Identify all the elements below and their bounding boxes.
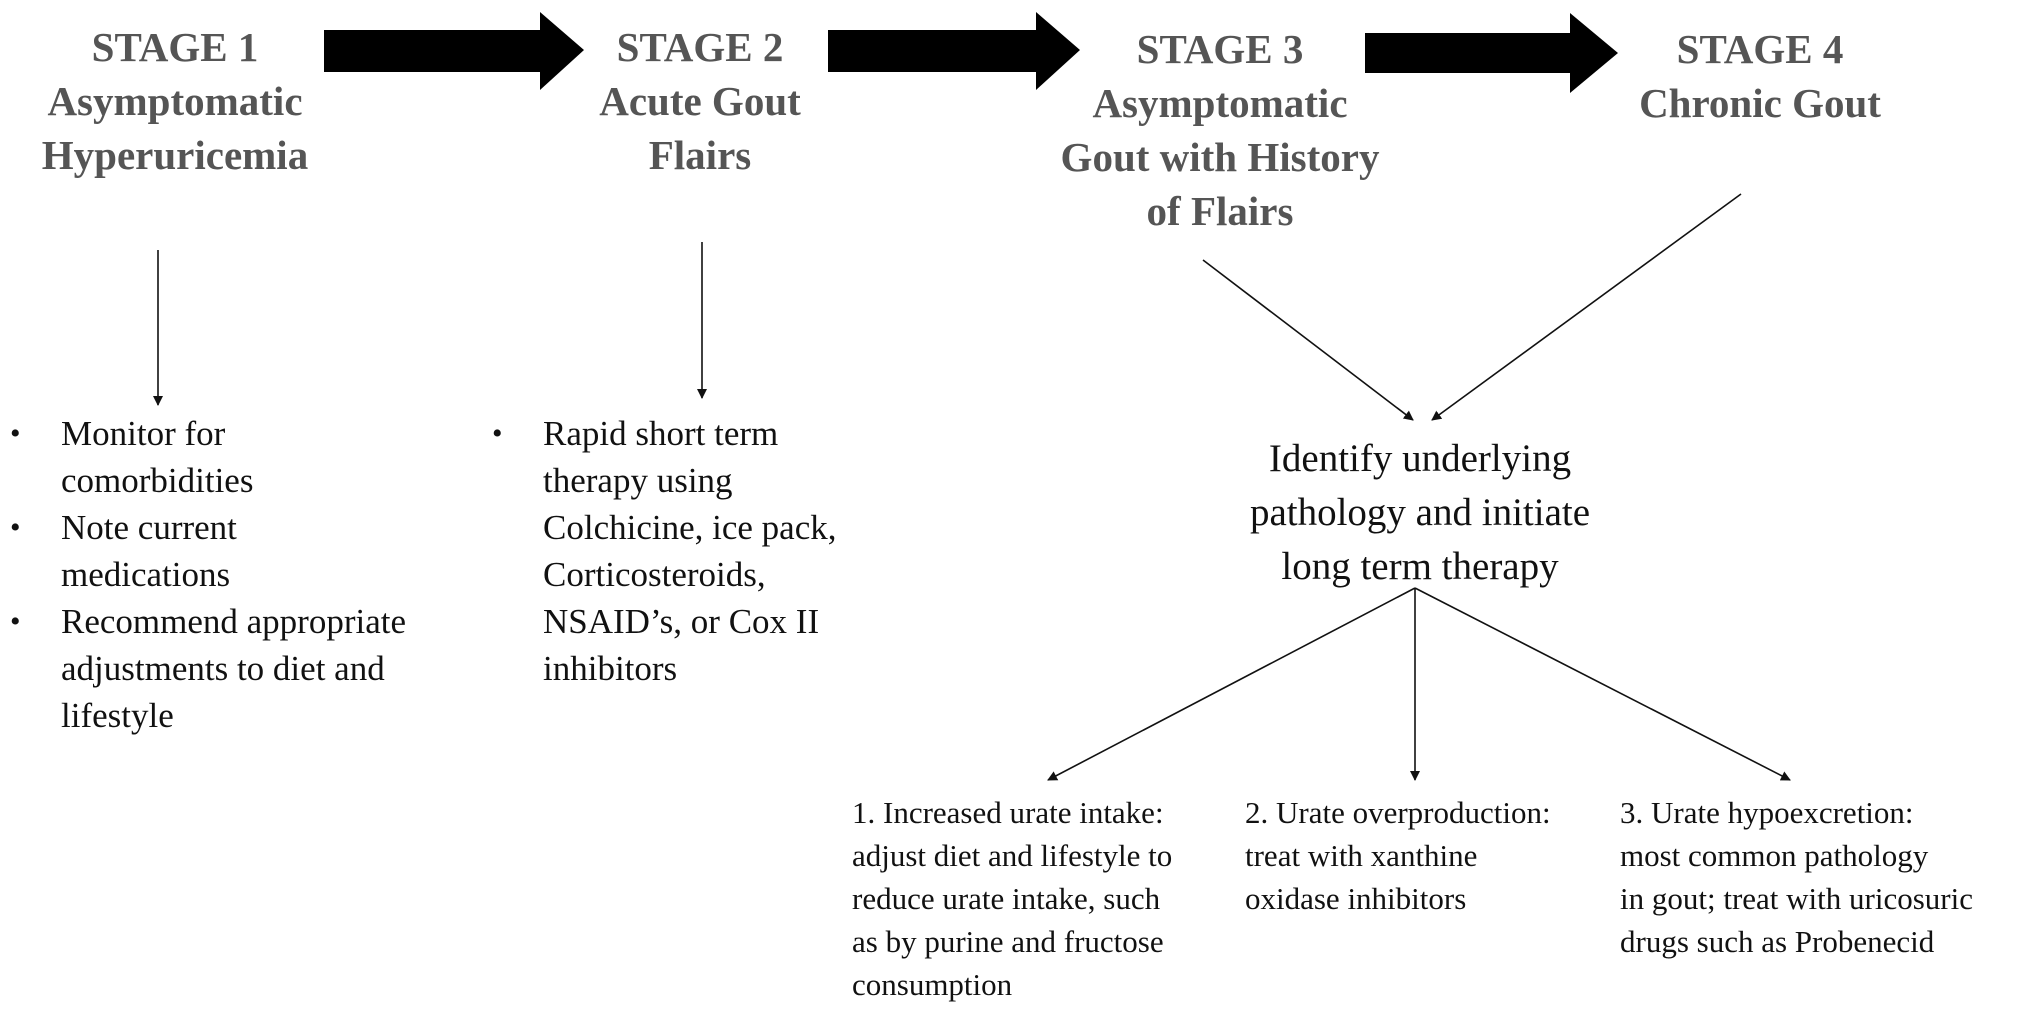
long-term-therapy-box: Identify underlying pathology and initia… <box>1180 432 1660 594</box>
stage-2-action-1: Rapid short term therapy using Colchicin… <box>543 414 837 688</box>
list-item: Note current medications <box>0 504 311 598</box>
stage-1-action-1: Monitor for comorbidities <box>61 414 254 500</box>
arrow-long-term-to-pathology-1 <box>1047 587 1416 781</box>
stage-4-line-1: Chronic Gout <box>1639 80 1881 126</box>
stage-4-label: STAGE 4 <box>1676 26 1844 72</box>
pathology-3-text: 3. Urate hypoexcretion: most common path… <box>1620 795 1973 959</box>
arrow-stage4-to-long-term <box>1431 193 1742 421</box>
stage-2-line-1: Acute Gout <box>599 78 801 124</box>
list-item: Monitor for comorbidities <box>0 410 311 504</box>
stage-3-line-3: of Flairs <box>1146 188 1294 234</box>
stage-3-line-1: Asymptomatic <box>1092 80 1348 126</box>
stage-3-line-2: Gout with History <box>1060 134 1380 180</box>
stage-2-actions-list: Rapid short term therapy using Colchicin… <box>482 410 882 692</box>
long-term-line-1: Identify underlying <box>1268 437 1572 480</box>
stage-2-label: STAGE 2 <box>616 24 784 70</box>
stage-1-action-2: Note current medications <box>61 508 237 594</box>
block-arrow-stage2-to-stage3 <box>828 12 1080 90</box>
stage-3-title: STAGE 3 Asymptomatic Gout with History o… <box>1030 22 1410 238</box>
long-term-line-3: long term therapy <box>1281 545 1559 588</box>
stage-4-title: STAGE 4 Chronic Gout <box>1580 22 1940 130</box>
block-arrow-stage3-to-stage4 <box>1365 13 1618 93</box>
stage-1-action-3: Recommend appropriate adjustments to die… <box>61 602 407 735</box>
stage-1-line-1: Asymptomatic <box>47 78 303 124</box>
arrow-stage3-to-long-term <box>1202 259 1414 421</box>
stage-2-line-2: Flairs <box>648 132 752 178</box>
pathology-2-text: 2. Urate overproduction: treat with xant… <box>1245 795 1551 916</box>
stage-3-label: STAGE 3 <box>1136 26 1304 72</box>
long-term-line-2: pathology and initiate <box>1249 491 1591 534</box>
arrow-long-term-to-pathology-3 <box>1414 587 1791 781</box>
stage-1-label: STAGE 1 <box>91 24 259 70</box>
list-item: Rapid short term therapy using Colchicin… <box>482 410 868 692</box>
stage-1-title: STAGE 1 Asymptomatic Hyperuricemia <box>0 20 350 182</box>
stage-1-line-2: Hyperuricemia <box>41 132 309 178</box>
stage-1-actions-list: Monitor for comorbidities Note current m… <box>0 410 470 739</box>
pathology-1-text: 1. Increased urate intake: adjust diet a… <box>852 795 1173 1002</box>
stage-2-title: STAGE 2 Acute Gout Flairs <box>530 20 870 182</box>
block-arrow-stage1-to-stage2 <box>324 12 584 90</box>
list-item: Recommend appropriate adjustments to die… <box>0 598 461 739</box>
